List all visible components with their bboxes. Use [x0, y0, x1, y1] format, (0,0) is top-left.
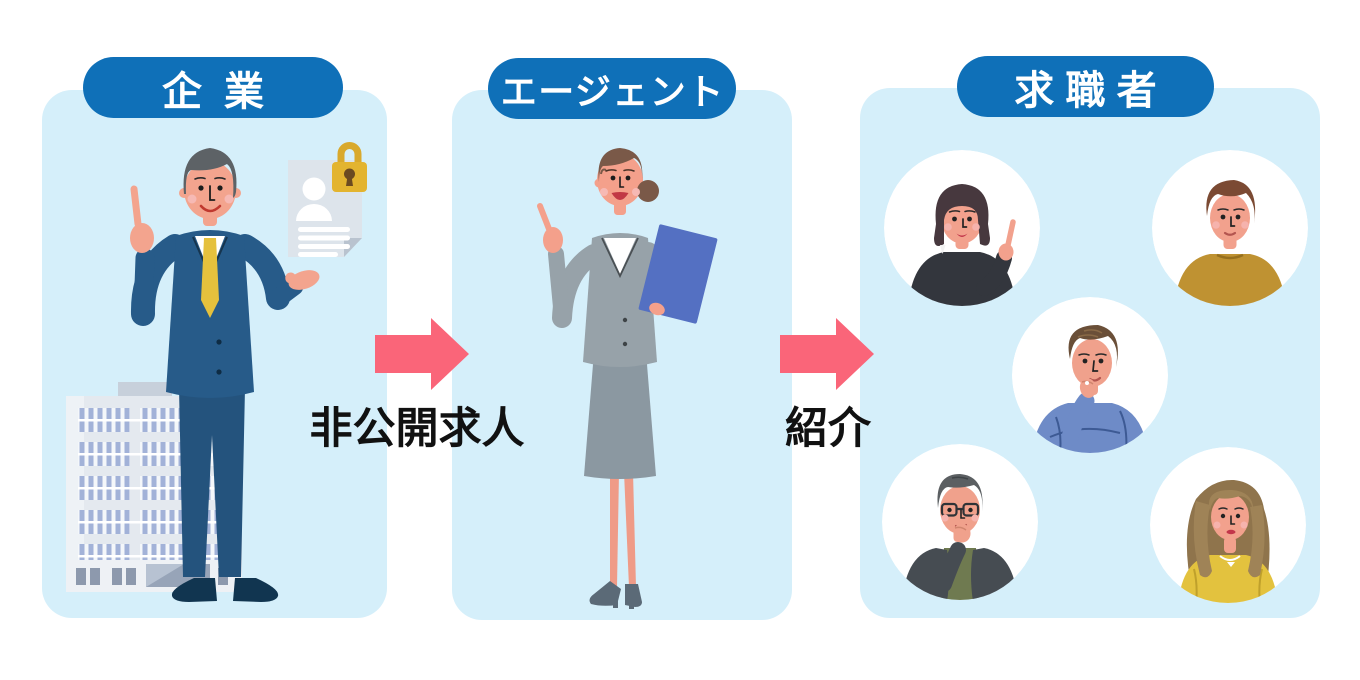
company-label-pill: 企業: [83, 57, 343, 118]
jobseeker-avatar-woman-long-hair: [1150, 447, 1306, 603]
company-panel: [42, 90, 387, 618]
jobseeker-avatar-woman-bob: [884, 150, 1040, 306]
flow-label-private-job-listings: 非公開求人: [309, 405, 525, 453]
agent-label-pill: エージェント: [488, 58, 736, 119]
jobseeker-avatar-man-thinking-blue: [1012, 297, 1168, 453]
businesswoman-figure: [537, 148, 718, 609]
blue-folder-icon: [638, 224, 718, 324]
company-label: 企業: [162, 69, 286, 114]
arrow-right-icon-agent-to-jobseekers: [780, 318, 874, 390]
lock-icon: [332, 142, 367, 192]
jobseekers-label: 求職者: [1014, 68, 1168, 113]
flow-label-referral: 紹介: [785, 405, 871, 453]
businessman-figure: [130, 148, 320, 602]
agent-illustration: [537, 148, 718, 609]
agent-label: エージェント: [500, 70, 725, 112]
jobseeker-avatar-man-mustard: [1152, 150, 1308, 306]
businessman-illustration: [66, 142, 367, 602]
confidential-document-icon: [288, 142, 367, 257]
jobseeker-avatar-man-glasses: [882, 444, 1038, 600]
arrow-right-icon-company-to-agent: [375, 318, 469, 390]
agent-panel: [452, 90, 792, 620]
jobseekers-panel: [860, 88, 1320, 618]
jobseekers-illustration: [882, 150, 1308, 603]
jobseekers-label-pill: 求職者: [957, 56, 1214, 117]
